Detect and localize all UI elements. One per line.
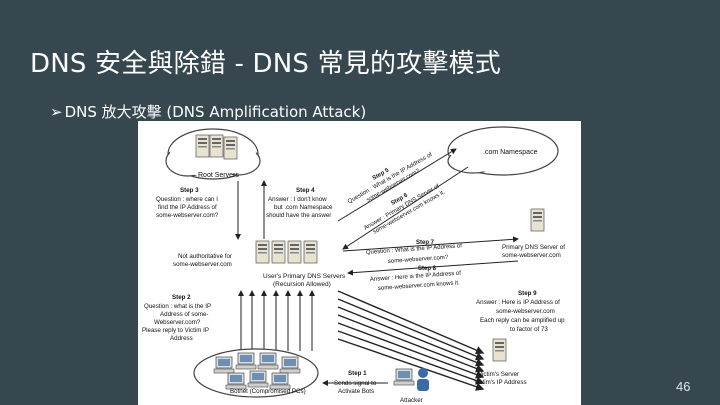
svg-text:Attacker: Attacker [400,397,423,404]
not-authoritative-text: Not authoritative for some-webserver.com [173,253,232,268]
page-number: 46 [676,379,691,394]
step7-arrow [342,236,519,252]
victim-server: Victim's Server Victim's IP Address [474,338,527,386]
bullet-mark: ➢ [50,103,63,121]
svg-text:(Recursion Allowed): (Recursion Allowed) [273,281,331,288]
svg-text:Answer : I don't know: Answer : I don't know [268,196,327,203]
com-namespace-cloud: .com Namespace [447,126,559,176]
step9-text: Step 9 Answer : Here is IP Address of so… [476,290,565,333]
svg-text:Victim's Server: Victim's Server [478,371,519,378]
svg-text:some-webserver.com: some-webserver.com [502,252,561,259]
svg-text:Sends signal to: Sends signal to [334,380,377,387]
svg-text:Primary DNS Server of: Primary DNS Server of [502,244,565,251]
svg-text:some-webserver.com?: some-webserver.com? [156,212,219,219]
step4-text: Step 4 Answer : I don't know but .com Na… [266,187,333,219]
svg-text:Each reply can be amplified up: Each reply can be amplified up [480,317,565,324]
svg-text:find the IP Address of: find the IP Address of [158,204,217,211]
svg-text:some-webserver.com: some-webserver.com [496,308,555,315]
svg-text:but .com Namespace: but .com Namespace [274,204,333,211]
svg-text:Question : where can I: Question : where can I [156,196,218,203]
bullet-text: DNS 放大攻擊 (DNS Amplification Attack) [64,103,367,121]
svg-text:should have the answer: should have the answer [266,212,331,219]
svg-text:Address: Address [170,335,193,342]
svg-text:Not authoritative for: Not authoritative for [178,253,232,260]
svg-text:Step 4: Step 4 [296,187,315,194]
svg-text:Please reply to Victim IP: Please reply to Victim IP [142,327,209,334]
svg-text:Question : What is the IP Addr: Question : What is the IP Address of [366,243,463,256]
svg-text:Webserver.com?: Webserver.com? [154,319,201,326]
root-servers-cloud: Root Servers [165,128,261,180]
botnet-query-arrows [238,290,315,351]
step7-text: Step 7 Question : What is the IP Address… [366,240,463,265]
svg-text:Step 1: Step 1 [348,370,367,377]
svg-text:some-webserver.com?: some-webserver.com? [388,255,449,265]
svg-text:Victim's IP Address: Victim's IP Address [474,379,527,386]
svg-text:Step 2: Step 2 [172,294,191,301]
svg-text:User's Primary DNS Servers: User's Primary DNS Servers [263,273,346,280]
attacker-icon: Attacker [393,368,429,404]
root-servers-label: Root Servers [198,172,239,179]
bullet-item: ➢DNS 放大攻擊 (DNS Amplification Attack) [50,101,366,122]
svg-text:Question : what is the IP: Question : what is the IP [144,303,211,310]
svg-text:Step 3: Step 3 [180,187,199,194]
svg-text:Answer : Here is IP Address of: Answer : Here is IP Address of [476,299,560,306]
svg-text:some-webserver.com knows it.: some-webserver.com knows it. [372,189,446,235]
svg-text:Botnet (Compromised PCs): Botnet (Compromised PCs) [230,388,306,395]
amplified-reply-arrows [337,290,485,391]
svg-text:Address of some-: Address of some- [160,311,209,318]
step8-text: Step 8 Answer : Here is the IP Address o… [370,266,462,292]
dns-amplification-diagram: Root Servers .com Namespace Step 3 Quest… [138,121,581,405]
svg-text:Activate Bots: Activate Bots [338,388,374,395]
svg-text:Step 9: Step 9 [518,290,537,297]
primary-dns-server: Primary DNS Server of some-webserver.com [502,208,565,259]
botnet-cloud: Botnet (Compromised PCs) [193,348,319,398]
step6-arrow [342,166,469,250]
svg-text:some-webserver.com knows it.: some-webserver.com knows it. [378,280,461,292]
slide-title: DNS 安全與除錯 - DNS 常見的攻擊模式 [30,49,501,79]
step5-arrow [337,148,457,222]
users-dns-servers: User's Primary DNS Servers (Recursion Al… [255,240,346,288]
com-namespace-label: .com Namespace [483,149,538,156]
svg-text:some-webserver.com: some-webserver.com [173,261,232,268]
svg-text:Step 8: Step 8 [418,266,437,272]
step2-text: Step 2 Question : what is the IP Address… [142,294,211,342]
step8-arrow [347,260,519,276]
step3-text: Step 3 Question : where can I find the I… [156,187,219,219]
svg-text:to factor of 73: to factor of 73 [510,326,548,333]
step1-text: Step 1 Sends signal to Activate Bots [334,370,377,395]
svg-text:Step 7: Step 7 [416,240,435,246]
